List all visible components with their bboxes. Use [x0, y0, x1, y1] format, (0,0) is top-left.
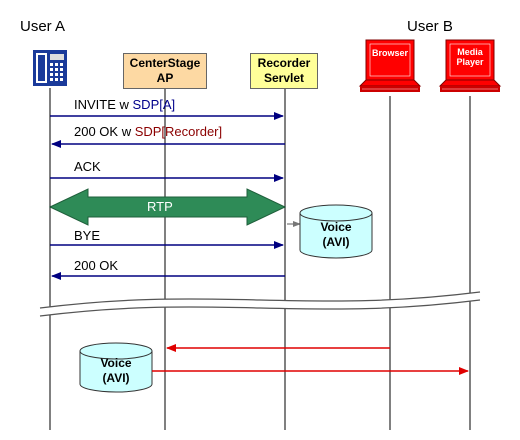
ok-sdp: SDP[Recorder] — [134, 124, 223, 139]
media-player-screen-label: Media Player — [450, 47, 490, 67]
invite-label: INVITE w SDP[A] — [74, 97, 175, 112]
voice-bottom-label: Voice (AVI) — [80, 356, 152, 386]
centerstage-label-line1: CenterStage — [129, 56, 201, 70]
rtp-double-arrow — [48, 188, 287, 226]
ok-sdp-label: 200 OK w SDP[Recorder] — [74, 124, 222, 139]
actor-user-a-label: User A — [20, 18, 66, 35]
voice-bottom-line2: (AVI) — [102, 371, 130, 385]
media-player-computer-icon — [438, 39, 502, 92]
recorder-label-line2: Servlet — [263, 71, 305, 85]
ok-prefix: 200 OK w — [74, 124, 135, 139]
voice-storage-cylinder-bottom — [79, 342, 153, 393]
centerstage-label-line2: AP — [156, 71, 174, 85]
recorder-servlet-box: Recorder Servlet — [250, 53, 318, 89]
rtp-label: RTP — [147, 199, 173, 214]
voice-top-label: Voice (AVI) — [300, 220, 372, 250]
browser-screen-label: Browser — [371, 48, 408, 58]
media-player-label-line2: Player — [456, 57, 484, 67]
invite-prefix: INVITE w — [74, 97, 133, 112]
media-player-label-line1: Media — [457, 47, 483, 57]
voice-storage-cylinder-top — [299, 204, 373, 259]
voice-bottom-line1: Voice — [100, 356, 132, 370]
centerstage-ap-box: CenterStage AP — [123, 53, 207, 89]
actor-user-b-label: User B — [407, 18, 453, 35]
ok-final-label: 200 OK — [74, 258, 119, 273]
time-break-separator — [39, 291, 481, 317]
browser-computer-icon — [358, 39, 422, 92]
invite-sdp: SDP[A] — [132, 97, 176, 112]
recorder-label-line1: Recorder — [257, 56, 311, 70]
phone-icon — [33, 50, 67, 86]
voice-top-line2: (AVI) — [322, 235, 350, 249]
ack-label: ACK — [74, 159, 101, 174]
voice-top-line1: Voice — [320, 220, 352, 234]
bye-label: BYE — [74, 228, 101, 243]
